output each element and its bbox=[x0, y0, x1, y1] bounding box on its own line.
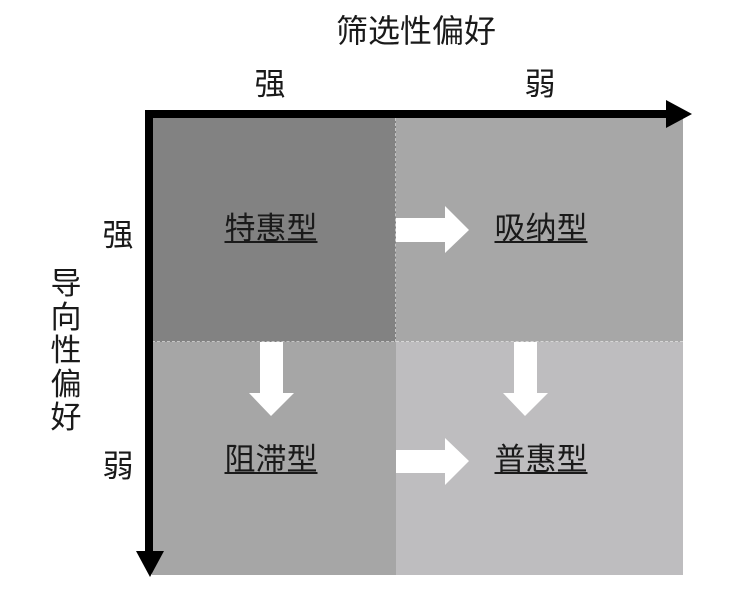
y-axis-arrow-icon bbox=[136, 110, 164, 577]
arrow-right-icon bbox=[396, 206, 469, 253]
arrow-right-icon bbox=[396, 438, 469, 485]
vertical-divider bbox=[395, 118, 396, 342]
quadrant-label-top-left: 特惠型 bbox=[224, 211, 318, 247]
x-axis-tick-weak: 弱 bbox=[524, 67, 556, 103]
horizontal-divider bbox=[152, 341, 683, 342]
arrow-down-icon bbox=[249, 342, 294, 416]
y-axis-tick-strong: 强 bbox=[102, 218, 134, 254]
x-axis-tick-strong: 强 bbox=[254, 67, 286, 103]
quadrant-label-bottom-left: 阻滞型 bbox=[224, 442, 318, 478]
quadrant-top-left bbox=[152, 118, 396, 342]
quadrant-label-top-right: 吸纳型 bbox=[494, 211, 588, 247]
x-axis-title: 筛选性偏好 bbox=[335, 12, 496, 50]
quadrant-label-bottom-right: 普惠型 bbox=[494, 442, 588, 478]
x-axis-arrow-icon bbox=[145, 100, 692, 128]
y-axis-tick-weak: 弱 bbox=[102, 449, 134, 485]
y-axis-title: 导向性偏好 bbox=[50, 266, 82, 436]
arrow-down-icon bbox=[503, 342, 548, 416]
